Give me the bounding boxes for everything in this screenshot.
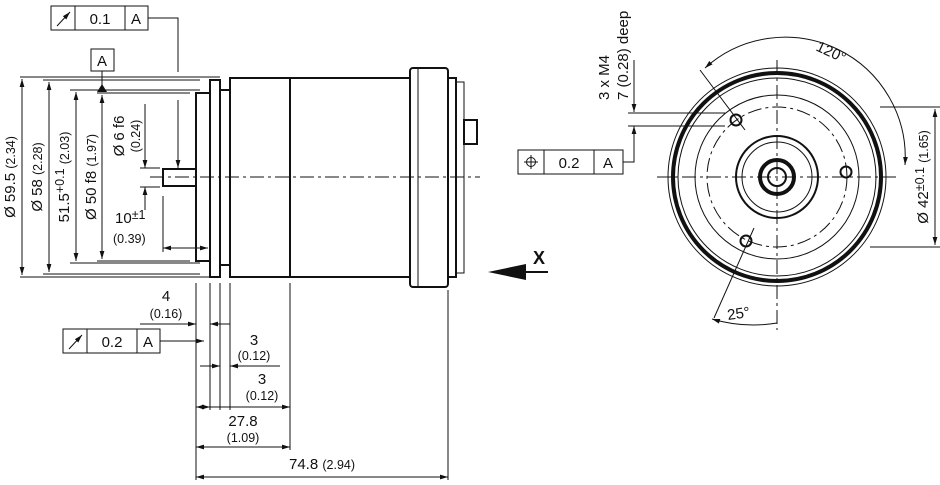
svg-text:Ø 42±0.1 (1.65): Ø 42±0.1 (1.65) — [911, 130, 932, 224]
shaft-dia-in: (0.24) — [129, 120, 143, 153]
front-view: 120° 25° Ø 42±0.1 (1.65) — [657, 36, 940, 330]
svg-text:3 x M4: 3 x M4 — [596, 55, 613, 100]
svg-text:0.2: 0.2 — [102, 334, 123, 351]
datum-a-marker: A — [90, 48, 115, 92]
position-icon — [524, 155, 538, 169]
svg-text:(1.09): (1.09) — [227, 431, 260, 445]
svg-text:3: 3 — [258, 371, 266, 388]
svg-text:3: 3 — [250, 332, 258, 349]
runout-value: 0.1 — [90, 11, 111, 28]
datum-label: A — [97, 53, 107, 70]
svg-text:27.8: 27.8 — [228, 413, 257, 430]
axial-dims: 4 (0.16) 3 (0.12) 3 (0.12) 27.8 (1.09) 7… — [140, 283, 449, 480]
svg-text:Ø 58 (2.28): Ø 58 (2.28) — [29, 142, 46, 211]
thread-callout: 3 x M4 7 (0.28) deep — [596, 11, 725, 163]
shaft-dia: Ø 6 f6 — [111, 116, 128, 157]
svg-text:0.2: 0.2 — [559, 155, 580, 172]
runout-arrow-icon — [56, 11, 71, 27]
svg-text:(0.12): (0.12) — [238, 349, 271, 363]
svg-text:(0.16): (0.16) — [150, 307, 183, 321]
svg-text:X: X — [533, 248, 545, 268]
svg-text:Ø 50 f8 (1.97): Ø 50 f8 (1.97) — [83, 134, 100, 220]
svg-text:10±1: 10±1 — [115, 208, 146, 227]
svg-text:A: A — [603, 155, 613, 172]
svg-text:(0.12): (0.12) — [246, 389, 279, 403]
diameter-dims: Ø 59.5 (2.34) Ø 58 (2.28) 51.5+0.1 (2.03… — [2, 79, 208, 275]
view-arrow-x: X — [488, 248, 548, 280]
position-frame: 0.2 A — [517, 149, 624, 175]
side-view — [20, 67, 480, 288]
svg-text:74.8 (2.94): 74.8 (2.94) — [289, 456, 355, 473]
runout-frame-bottom: 0.2 A — [62, 328, 204, 354]
svg-text:51.5+0.1 (2.03): 51.5+0.1 (2.03) — [51, 132, 73, 223]
angle-120: 120° — [813, 38, 848, 67]
angle-25: 25° — [726, 304, 751, 324]
datum-ref: A — [131, 11, 141, 28]
svg-text:4: 4 — [162, 288, 170, 305]
svg-text:A: A — [143, 334, 153, 351]
svg-text:7 (0.28) deep: 7 (0.28) deep — [615, 11, 632, 100]
runout-frame-top: 0.1 A — [50, 5, 179, 72]
svg-text:Ø 59.5 (2.34): Ø 59.5 (2.34) — [2, 136, 19, 218]
shaft-len-in: (0.39) — [113, 232, 146, 246]
runout-arrow-icon — [68, 334, 83, 350]
